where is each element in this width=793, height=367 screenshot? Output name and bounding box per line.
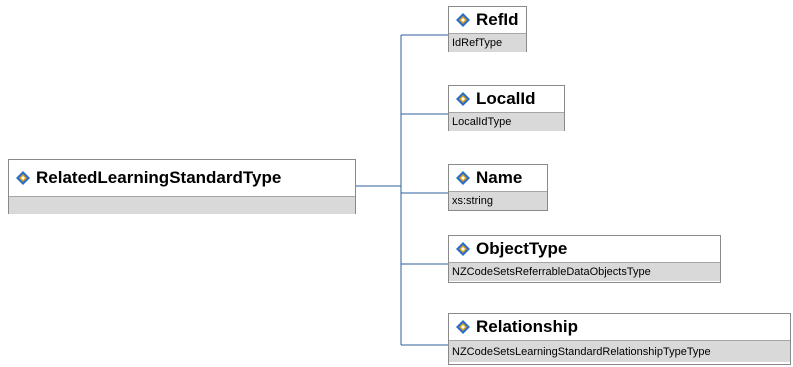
element-diamond-icon — [456, 320, 470, 334]
element-diamond-icon — [456, 92, 470, 106]
child-node-header: Name — [449, 165, 547, 191]
child-node-type: xs:string — [449, 191, 547, 210]
element-diamond-icon — [456, 171, 470, 185]
child-node-relationship[interactable]: Relationship NZCodeSetsLearningStandardR… — [448, 313, 791, 365]
element-diamond-icon — [456, 242, 470, 256]
element-diamond-icon — [16, 171, 30, 185]
child-node-header: Relationship — [449, 314, 790, 340]
root-node-name: RelatedLearningStandardType — [36, 168, 282, 187]
child-node-type: NZCodeSetsReferrableDataObjectsType — [449, 262, 720, 281]
child-node-name: ObjectType — [476, 239, 568, 258]
child-node-objecttype[interactable]: ObjectType NZCodeSetsReferrableDataObjec… — [448, 235, 721, 283]
root-node[interactable]: RelatedLearningStandardType — [8, 159, 356, 214]
root-node-header: RelatedLearningStandardType — [9, 160, 355, 196]
child-node-type: IdRefType — [449, 33, 526, 52]
child-node-name: RefId — [476, 10, 519, 29]
child-node-localid[interactable]: LocalId LocalIdType — [448, 85, 565, 131]
child-node-type: NZCodeSetsLearningStandardRelationshipTy… — [449, 340, 790, 362]
child-node-name: Name — [476, 168, 523, 187]
root-node-type — [9, 196, 355, 214]
child-node-name: Relationship — [476, 317, 579, 336]
child-node-header: ObjectType — [449, 236, 720, 262]
child-node-name: LocalId — [476, 89, 536, 108]
child-node-header: RefId — [449, 7, 526, 33]
element-diamond-icon — [456, 13, 470, 27]
child-node-header: LocalId — [449, 86, 564, 112]
child-node-name-element[interactable]: Name xs:string — [448, 164, 548, 211]
child-node-type: LocalIdType — [449, 112, 564, 131]
child-node-refid[interactable]: RefId IdRefType — [448, 6, 527, 52]
